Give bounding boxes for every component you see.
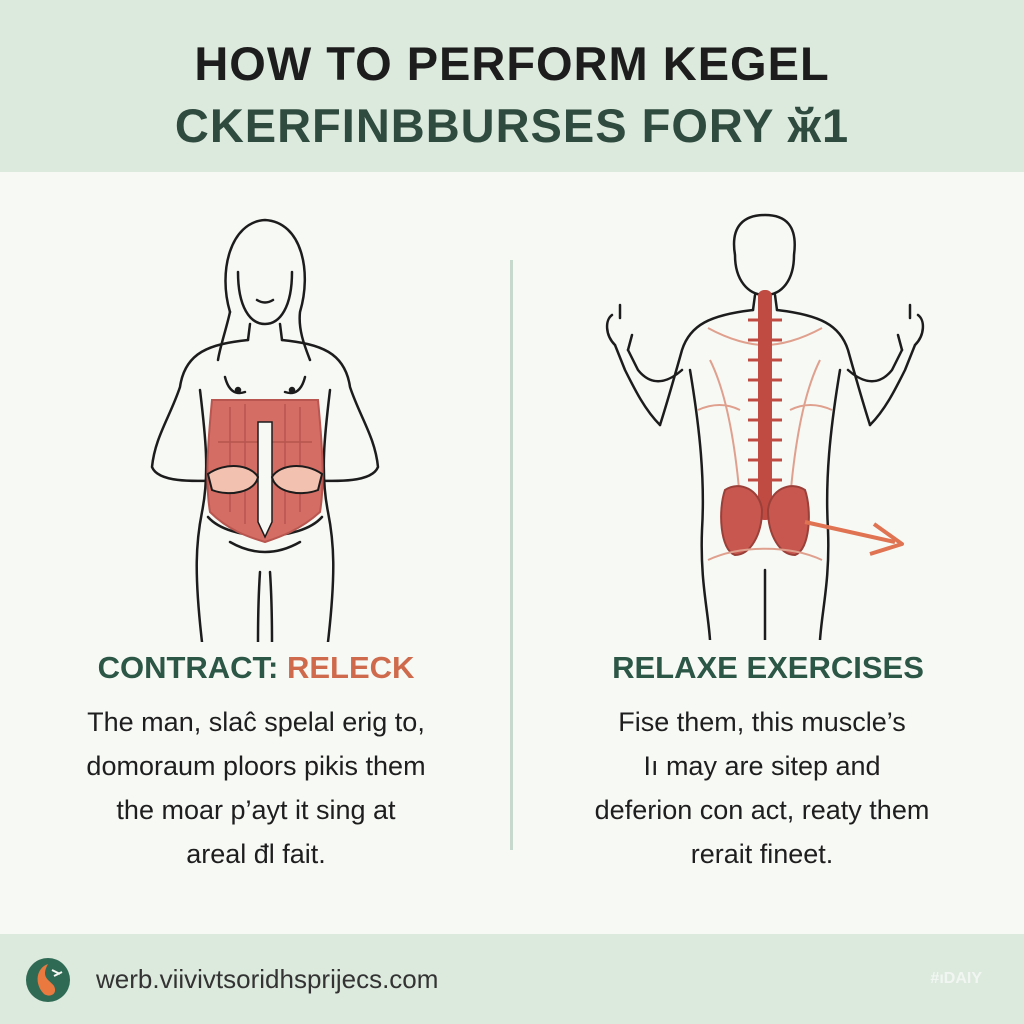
contract-illustration xyxy=(150,218,380,642)
relax-line: deferion con act, reaty them xyxy=(594,795,930,825)
main-content: CONTRACT: RELECK RELAXE EXERCISES The ma… xyxy=(0,172,1024,934)
contract-line: The man, slaĉ spelal erig to, xyxy=(87,707,425,737)
contract-heading-accent: RELECK xyxy=(286,650,415,685)
contract-line: areal đl fait. xyxy=(186,839,326,869)
contract-line: the moar p’ayt it sing at xyxy=(116,795,396,825)
relax-heading: RELAXE EXERCISES xyxy=(612,650,924,685)
contract-description: The man, slaĉ spelal erig to, domoraum … xyxy=(20,700,492,876)
contract-heading: CONTRACT: RELECK xyxy=(0,650,512,686)
header-banner: HOW TO PERFORM KEGEL CKERFINBBURSES FORY… xyxy=(0,0,1024,172)
relax-illustration xyxy=(605,213,925,640)
footer-bar: werb.viivivtsoridhsprijecs.com #ıDAIY xyxy=(0,934,1024,1024)
hashtag-label: #ıDAIY xyxy=(930,970,982,987)
contract-line: domoraum ploors pikis them xyxy=(86,751,426,781)
brand-logo-icon xyxy=(26,958,70,1002)
website-link[interactable]: werb.viivivtsoridhsprijecs.com xyxy=(96,964,439,994)
section-divider xyxy=(510,260,513,850)
relax-line: Iı may are sitep and xyxy=(643,751,881,781)
page-subtitle: CKERFINBBURSES FORY ӂ1 xyxy=(174,99,850,152)
relax-line: rerait fineet. xyxy=(690,839,834,869)
relax-description: Fise them, this muscle’s Iı may are site… xyxy=(512,700,1012,876)
page-title: HOW TO PERFORM KEGEL xyxy=(194,37,830,90)
contract-heading-main: CONTRACT: xyxy=(97,650,287,685)
relax-line: Fise them, this muscle’s xyxy=(618,707,906,737)
